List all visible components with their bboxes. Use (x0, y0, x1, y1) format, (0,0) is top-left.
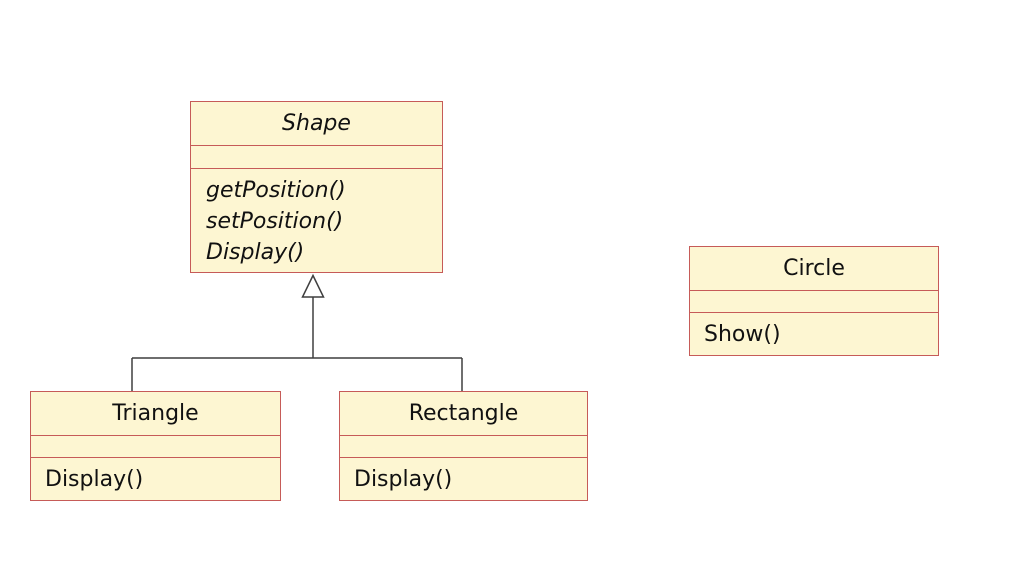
class-attributes-circle (690, 290, 938, 312)
class-box-shape: Shape getPosition() setPosition() Displa… (190, 101, 443, 273)
class-attributes-triangle (31, 435, 280, 457)
method-label: Display() (354, 466, 453, 492)
class-methods-rectangle: Display() (340, 457, 587, 500)
method-label: Display() (45, 466, 144, 492)
class-name-rectangle: Rectangle (408, 401, 519, 426)
method-label: setPosition() (206, 209, 344, 234)
class-name-triangle: Triangle (112, 401, 199, 426)
class-name-circle: Circle (783, 256, 845, 281)
class-name-shape: Shape (282, 111, 351, 136)
method-label: getPosition() (206, 178, 346, 203)
class-box-circle: Circle Show() (689, 246, 939, 356)
class-attributes-shape (191, 145, 442, 168)
class-methods-shape: getPosition() setPosition() Display() (191, 168, 442, 272)
inheritance-arrowhead (301, 273, 325, 298)
method-label: Display() (206, 240, 305, 265)
method-label: Show() (704, 321, 781, 347)
class-methods-circle: Show() (690, 312, 938, 355)
class-methods-triangle: Display() (31, 457, 280, 500)
class-attributes-rectangle (340, 435, 587, 457)
class-box-rectangle: Rectangle Display() (339, 391, 588, 501)
class-box-triangle: Triangle Display() (30, 391, 281, 501)
